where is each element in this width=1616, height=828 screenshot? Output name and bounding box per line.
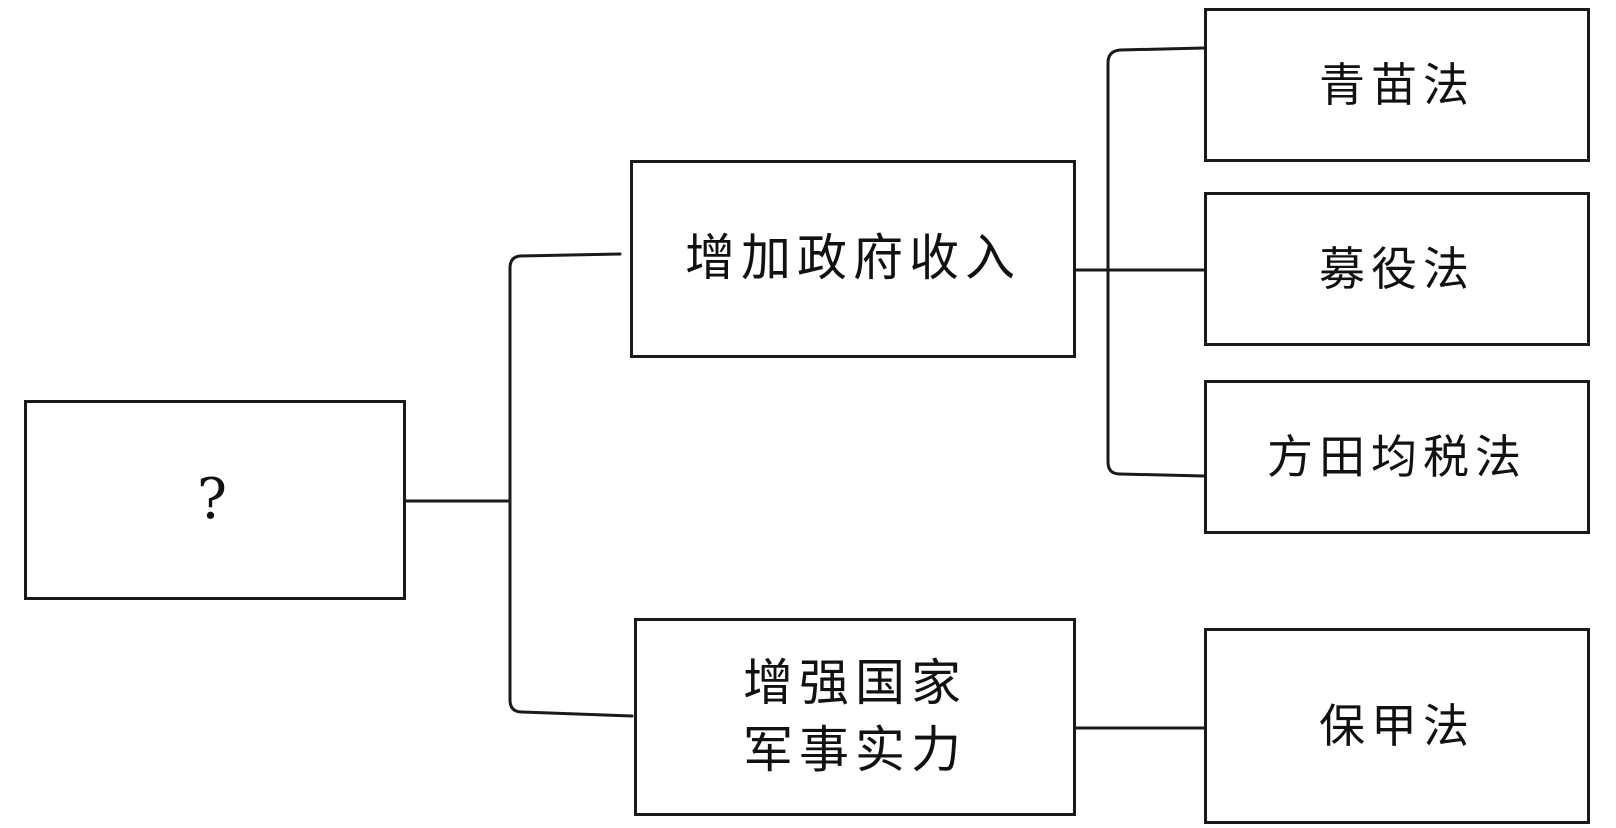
branch-node-label: 增强国家 军事实力 (743, 653, 967, 780)
connector-trunk (508, 252, 634, 718)
leaf-node-qingmiao: 青苗法 (1204, 8, 1590, 162)
connector-children-spine (1106, 46, 1206, 478)
branch-node-increase-revenue: 增加政府收入 (630, 160, 1076, 358)
leaf-node-label: 募役法 (1319, 241, 1475, 296)
leaf-node-baojia: 保甲法 (1204, 628, 1590, 824)
branch-node-label: 增加政府收入 (685, 229, 1021, 288)
leaf-node-label: 青苗法 (1319, 57, 1475, 112)
leaf-node-label: 方田均税法 (1267, 429, 1527, 484)
leaf-node-label: 保甲法 (1319, 698, 1475, 753)
root-node-label: ? (196, 467, 234, 533)
root-node: ? (24, 400, 406, 600)
branch-node-military-strength: 增强国家 军事实力 (634, 618, 1076, 816)
leaf-node-muyi: 募役法 (1204, 192, 1590, 346)
leaf-node-fangtian: 方田均税法 (1204, 380, 1590, 534)
